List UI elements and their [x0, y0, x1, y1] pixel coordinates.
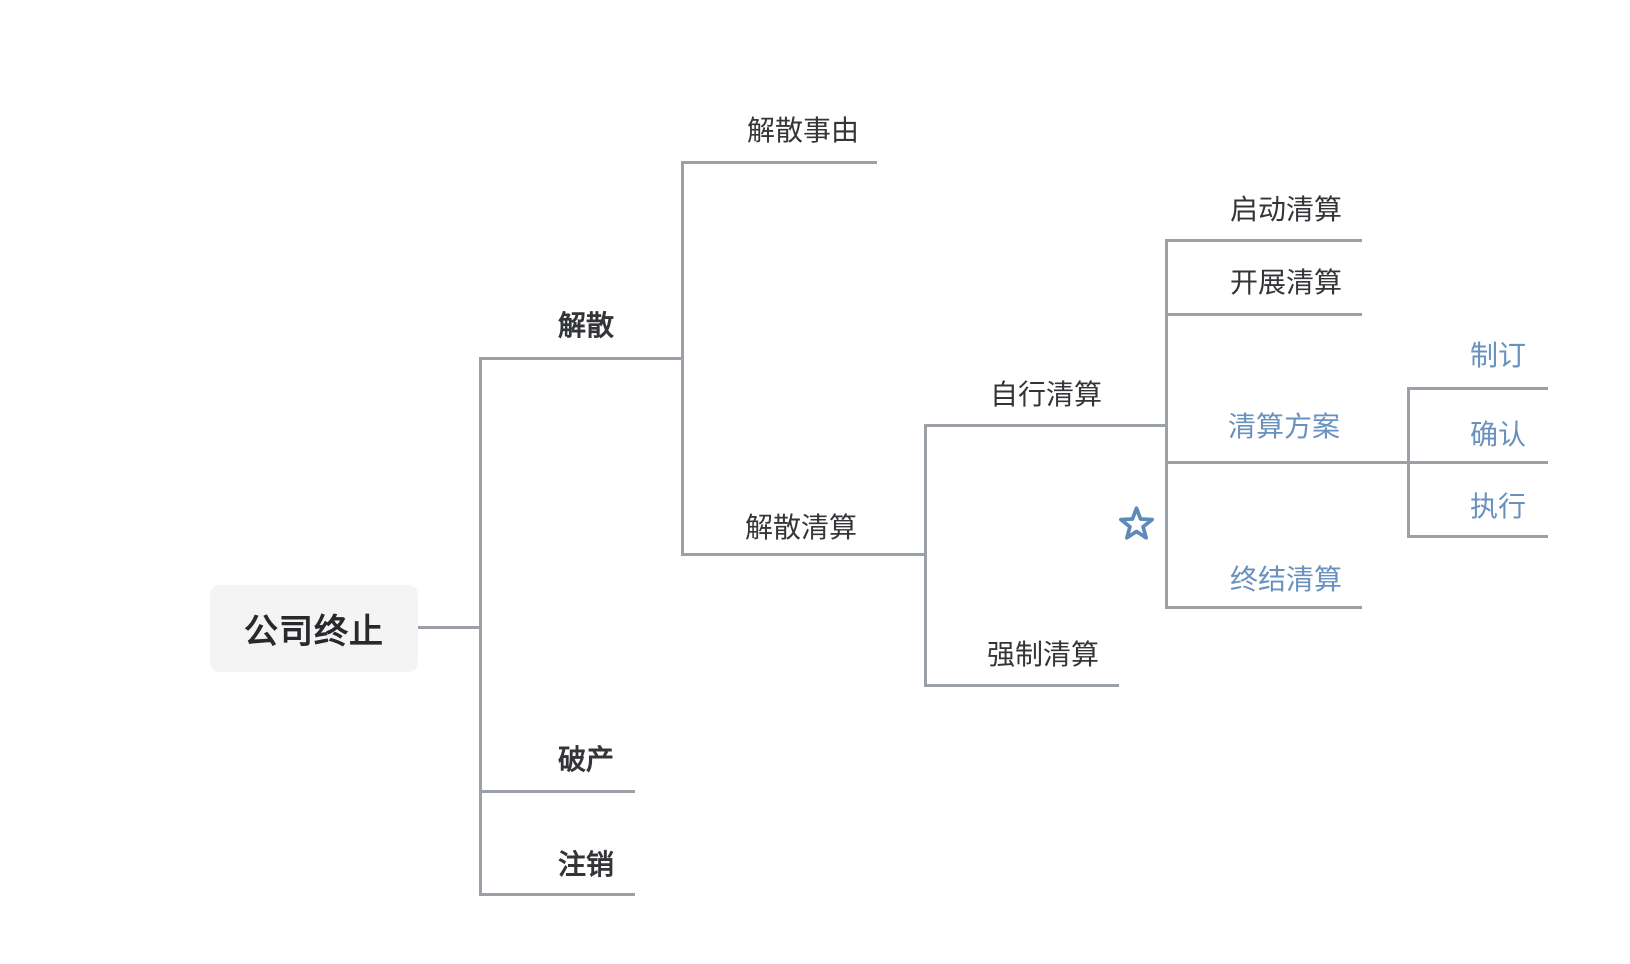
- underline-execute: [1407, 535, 1548, 538]
- connector-root-to-level1: [418, 626, 479, 629]
- root-topic-label: 公司终止: [244, 613, 384, 651]
- underline-dissolution-causes: [681, 161, 877, 164]
- underline-liquidation-plan: [1165, 461, 1410, 464]
- topic-formulate[interactable]: 制订: [1470, 340, 1527, 371]
- topic-deregistration[interactable]: 注销: [558, 849, 615, 880]
- topic-conduct-liquidation[interactable]: 开展清算: [1230, 267, 1343, 298]
- root-topic[interactable]: 公司终止: [210, 585, 418, 672]
- underline-end-liquidation: [1165, 606, 1362, 609]
- topic-start-liquidation[interactable]: 启动清算: [1230, 194, 1343, 225]
- underline-dissolution-liquidation: [681, 553, 927, 556]
- topic-end-liquidation[interactable]: 终结清算: [1230, 564, 1343, 595]
- topic-liquidation-plan[interactable]: 清算方案: [1228, 411, 1341, 442]
- underline-self-liquidation: [924, 424, 1168, 427]
- underline-deregistration: [479, 893, 635, 896]
- topic-execute[interactable]: 执行: [1470, 491, 1527, 522]
- branch-line-dissolution-children: [681, 161, 684, 556]
- underline-forced-liquidation: [924, 684, 1119, 687]
- branch-line-self-liquidation-children: [1165, 239, 1168, 609]
- topic-dissolution-causes[interactable]: 解散事由: [747, 115, 860, 146]
- topic-dissolution[interactable]: 解散: [558, 310, 615, 341]
- topic-forced-liquidation[interactable]: 强制清算: [987, 639, 1100, 670]
- topic-bankruptcy[interactable]: 破产: [558, 744, 615, 775]
- underline-bankruptcy: [479, 790, 635, 793]
- underline-formulate: [1407, 387, 1548, 390]
- branch-line-level1: [479, 357, 482, 896]
- topic-self-liquidation[interactable]: 自行清算: [990, 379, 1103, 410]
- star-icon[interactable]: [1119, 506, 1154, 541]
- underline-start-liquidation: [1165, 239, 1362, 242]
- topic-dissolution-liquidation[interactable]: 解散清算: [745, 512, 858, 543]
- underline-conduct-liquidation: [1165, 313, 1362, 316]
- underline-confirm: [1407, 461, 1548, 464]
- topic-confirm[interactable]: 确认: [1470, 419, 1527, 450]
- underline-dissolution: [479, 357, 684, 360]
- branch-line-liquidation-children: [924, 424, 927, 687]
